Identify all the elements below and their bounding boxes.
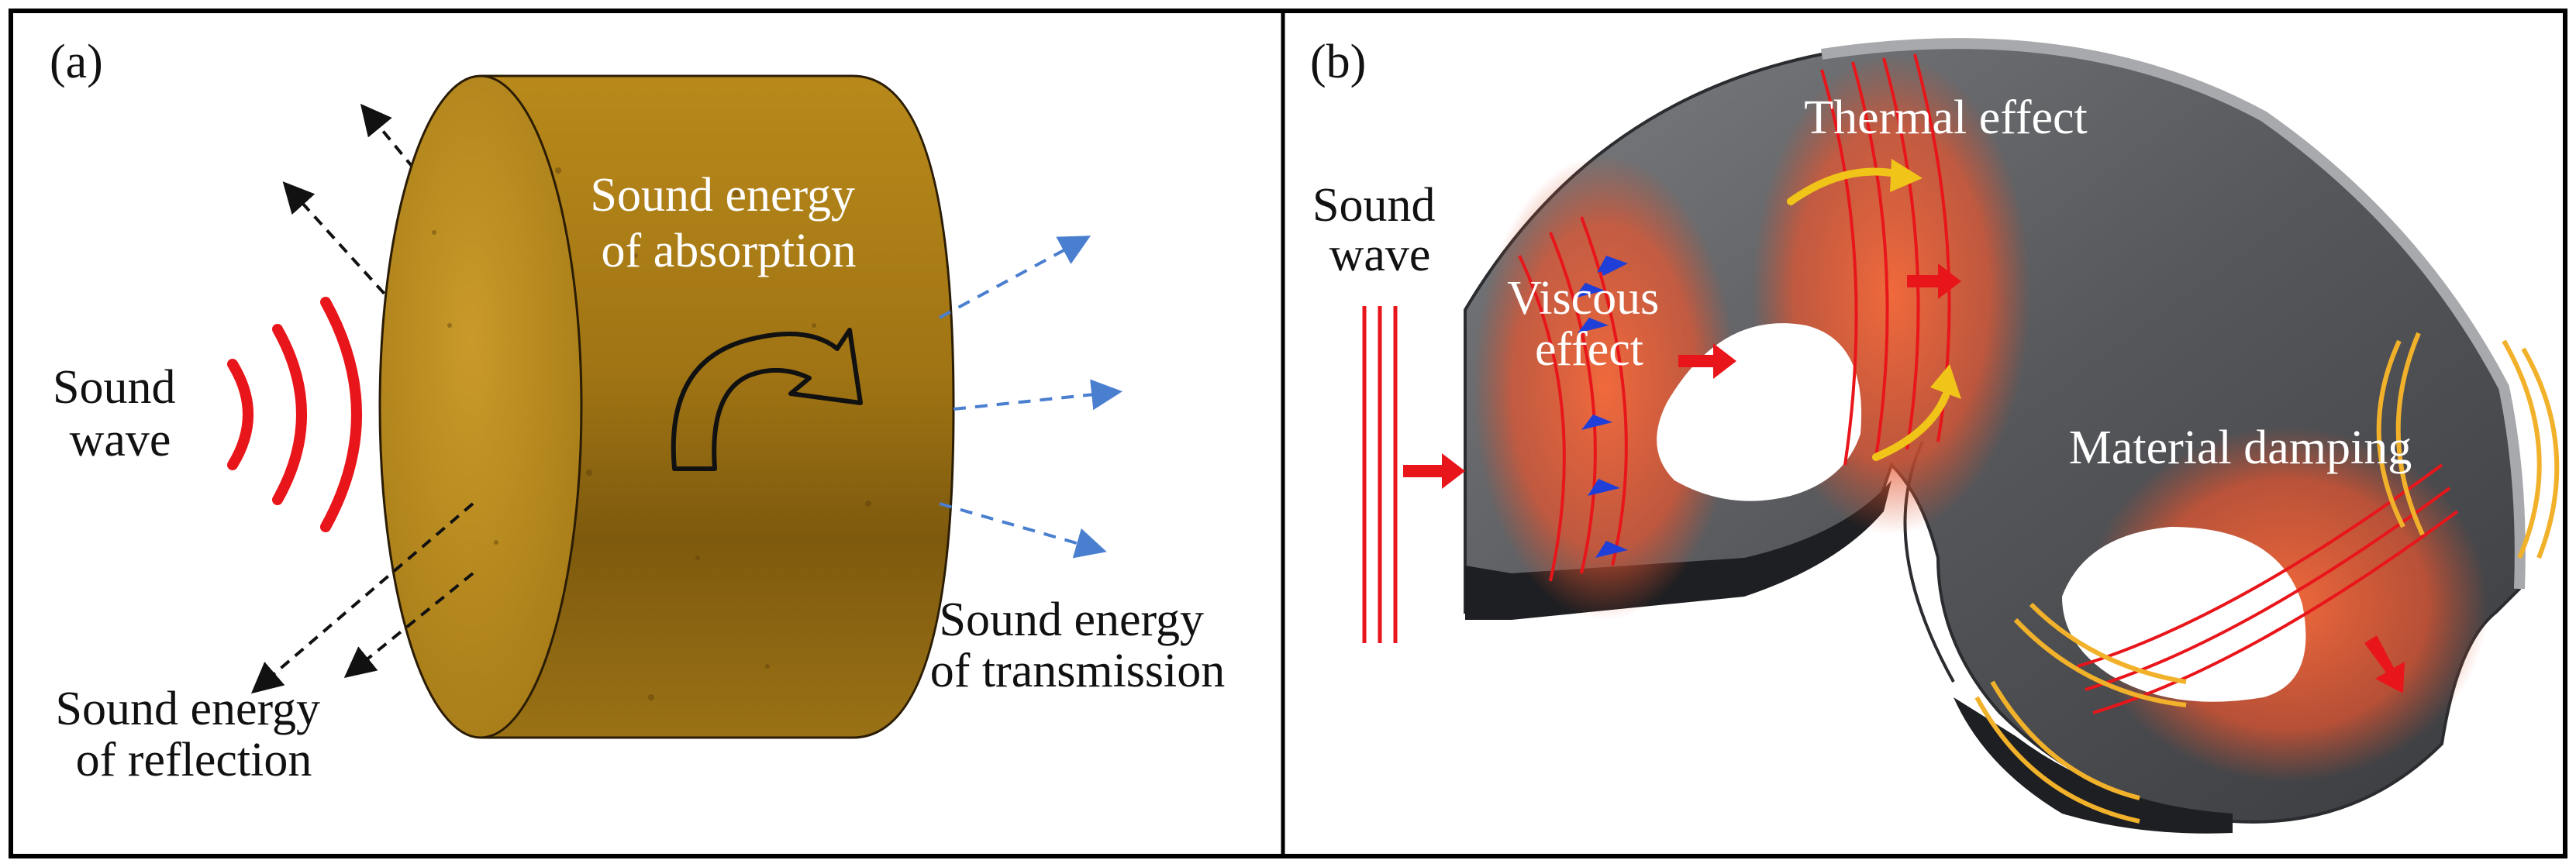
transmission-arrow xyxy=(953,379,1122,411)
material-cylinder-face xyxy=(378,74,583,739)
sound-wave-label: Sound wave xyxy=(1312,179,1447,281)
thermal-effect-label: Thermal effect xyxy=(1804,91,2087,144)
panel-a: (a) Sound energy of absorption xyxy=(50,36,1225,786)
transmission-arrow xyxy=(939,502,1107,559)
reflection-label: Sound energy of reflection xyxy=(55,683,332,786)
absorption-label: Sound energy of absorption xyxy=(590,169,867,277)
material-cylinder-side xyxy=(481,76,953,738)
heat-zone-viscous xyxy=(1473,155,1736,620)
panel-a-label: (a) xyxy=(50,36,103,88)
absorption-arrow-icon xyxy=(671,328,863,471)
transmission-label: Sound energy of transmission xyxy=(930,593,1226,697)
panel-b: (b) xyxy=(1310,36,2560,834)
reflection-arrow xyxy=(250,502,474,694)
material-cylinder-edge xyxy=(481,74,955,739)
panel-b-label: (b) xyxy=(1310,36,1366,88)
viscous-effect-label: Viscous effect xyxy=(1507,272,1671,376)
wave-direction-arrows xyxy=(1403,263,2405,693)
shell-edge-highlight xyxy=(1820,38,2526,590)
vibration-icon xyxy=(1974,332,2560,824)
reflection-arrow xyxy=(343,572,474,679)
pore-hole xyxy=(1657,323,1862,501)
material-damping-label: Material damping xyxy=(2069,421,2412,474)
sound-wave-label: Sound wave xyxy=(53,361,188,466)
transmission-arrow xyxy=(939,236,1091,319)
sound-wave-icon xyxy=(227,297,362,532)
thermal-arrowheads xyxy=(1890,159,1961,399)
pore-hole xyxy=(2062,527,2306,702)
material-texture xyxy=(432,167,871,700)
wave-lines xyxy=(1518,53,2459,714)
viscous-arrow-icons xyxy=(1574,256,1628,558)
thermal-arrow-icons xyxy=(1787,167,1950,461)
sound-wave-icon xyxy=(1362,306,1398,643)
